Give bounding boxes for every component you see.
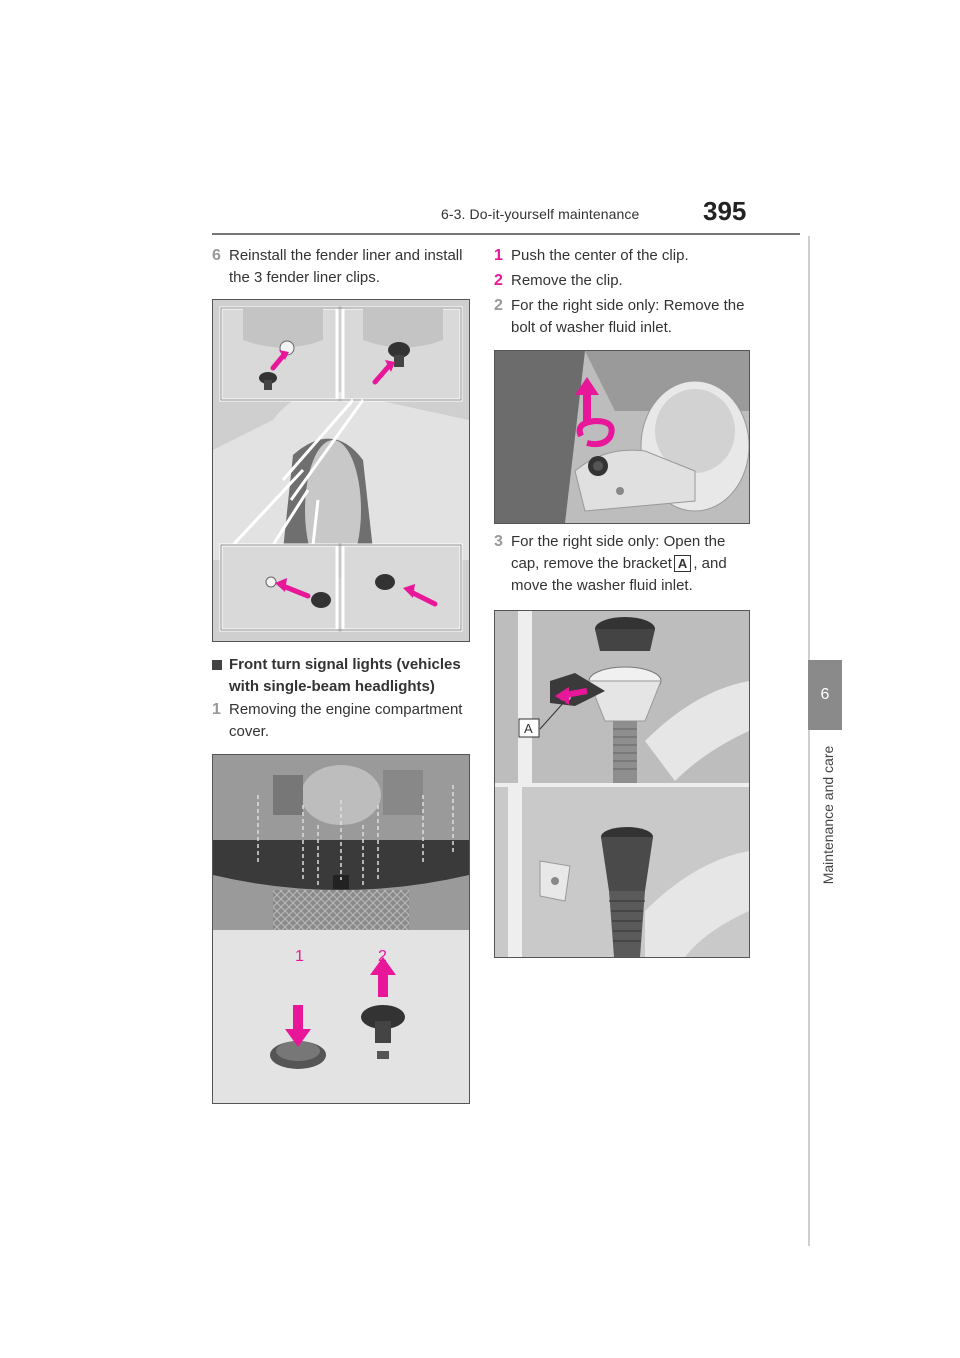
step-number: 6 (212, 247, 221, 264)
step-text-line2: cover. (229, 723, 270, 740)
engine-cover-illustration: 1 2 (213, 755, 469, 1103)
step-text: Push the center of the clip. (511, 247, 689, 264)
header-rule (212, 233, 800, 235)
engine-cover-figure: 1 2 (212, 754, 470, 1104)
step-number: 2 (494, 272, 503, 289)
fender-liner-illustration (213, 300, 469, 641)
side-rule (808, 236, 810, 1246)
washer-bracket-illustration: A (495, 611, 749, 957)
step-2b-right: 2 For the right side only: Remove the bo… (494, 295, 764, 339)
page-number: 395 (703, 196, 747, 226)
washer-bolt-illustration (495, 351, 749, 523)
section-heading-line1: Front turn signal lights (vehicles (229, 656, 461, 673)
step-number: 1 (494, 247, 503, 264)
step-6: 6 Reinstall the fender liner and install… (212, 245, 472, 289)
chapter-tab[interactable]: 6 (808, 660, 842, 730)
washer-inlet-bolt-figure (494, 350, 750, 524)
step-number: 3 (494, 533, 503, 550)
step-text-line2-after: , and (693, 555, 727, 572)
step-text-line1: For the right side only: Remove the (511, 297, 745, 314)
fender-liner-clips-figure (212, 299, 470, 642)
step-text-line2: the 3 fender liner clips. (229, 269, 380, 286)
step-number: 1 (212, 701, 221, 718)
section-title: 6-3. Do-it-yourself maintenance (441, 206, 640, 222)
chapter-title-text: Maintenance and care (820, 745, 836, 885)
step-number: 2 (494, 297, 503, 314)
step-2a-right: 2 Remove the clip. (494, 270, 764, 292)
figure-label-2: 2 (378, 948, 387, 965)
step-text-line2: bolt of washer fluid inlet. (511, 319, 672, 336)
chapter-number: 6 (820, 686, 830, 703)
step-3-right: 3 For the right side only: Open the cap,… (494, 531, 764, 597)
step-text: Remove the clip. (511, 272, 623, 289)
step-text-line1: Reinstall the fender liner and install (229, 247, 463, 264)
section-heading-line2: with single-beam headlights) (229, 678, 435, 695)
washer-inlet-bracket-figure: A (494, 610, 750, 958)
section-bullet-icon (212, 660, 222, 670)
step-text-line1: Removing the engine compartment (229, 701, 463, 718)
figure-label-1: 1 (295, 948, 304, 965)
step-1-left: 1 Removing the engine compartment cover. (212, 699, 472, 743)
step-text-line3: move the washer fluid inlet. (511, 577, 693, 594)
section-heading: Front turn signal lights (vehicles with … (212, 654, 472, 698)
step-1-right: 1 Push the center of the clip. (494, 245, 764, 267)
figure-label-a: A (524, 721, 533, 736)
step-text-line1: For the right side only: Open the (511, 533, 726, 550)
bracket-label-a: A (673, 555, 692, 572)
step-text-line2-before: cap, remove the bracket (511, 555, 672, 572)
